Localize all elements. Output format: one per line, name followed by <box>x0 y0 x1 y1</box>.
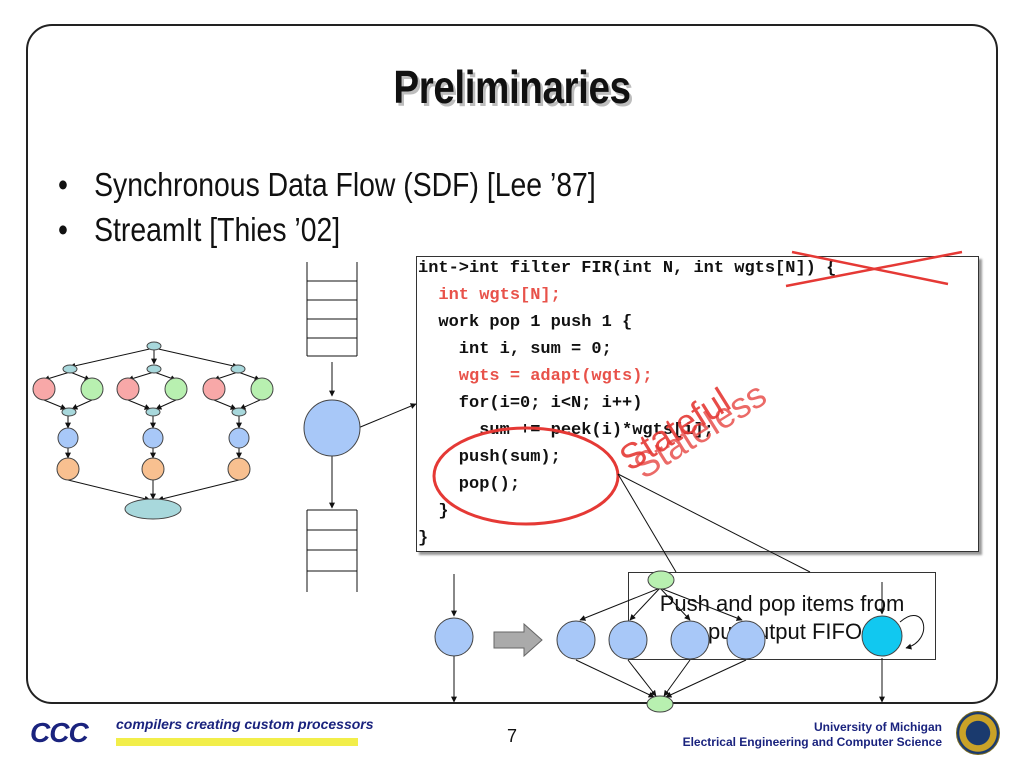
ccc-logo: CCC <box>30 717 89 748</box>
strike-out-mark <box>785 250 963 288</box>
slide-title: Preliminaries <box>393 61 631 113</box>
callout-line <box>617 473 811 573</box>
university-name: University of Michigan <box>813 720 942 734</box>
bullet-item: • StreamIt [Thies ’02] <box>58 207 596 252</box>
highlight-ellipse <box>432 426 620 526</box>
sdf-graph <box>32 341 274 520</box>
code-line: int wgts[N]; <box>418 286 561 305</box>
university-credit: University of Michigan Electrical Engine… <box>683 720 942 750</box>
code-line: int->int filter FIR(int N, int wgts[N]) … <box>418 259 837 278</box>
code-line: } <box>418 529 429 548</box>
bullet-item: • Synchronous Data Flow (SDF) [Lee ’87] <box>58 162 596 207</box>
university-seal <box>956 711 1000 755</box>
single-filter-node <box>434 617 474 657</box>
bullet-dot: • <box>58 166 68 203</box>
bullet-dot: • <box>58 211 68 248</box>
code-line: for(i=0; i<N; i++) <box>418 394 643 413</box>
bullet-text: Synchronous Data Flow (SDF) [Lee ’87] <box>94 166 596 203</box>
transform-diagram <box>434 570 925 713</box>
bullet-list: • Synchronous Data Flow (SDF) [Lee ’87] •… <box>58 162 683 252</box>
code-line: push(sum); <box>418 448 561 467</box>
page-number: 7 <box>506 726 517 746</box>
footer-bar <box>116 738 358 746</box>
transform-arrow <box>493 622 543 658</box>
code-line: sum += peek(i)*wgts[i]; <box>418 421 714 440</box>
slide-frame <box>26 24 998 704</box>
bullet-text: StreamIt [Thies ’02] <box>94 211 341 248</box>
callout-line <box>617 473 677 573</box>
department-name: Electrical Engineering and Computer Scie… <box>682 735 942 749</box>
fifo-filter-diagram <box>303 262 417 592</box>
code-panel <box>416 256 979 552</box>
code-line: wgts = adapt(wgts); <box>418 367 653 386</box>
code-line: } <box>418 502 449 521</box>
footer-tagline: compilers creating custom processors <box>116 716 374 732</box>
code-line: int i, sum = 0; <box>418 340 612 359</box>
code-line: pop(); <box>418 475 521 494</box>
code-line: work pop 1 push 1 { <box>418 313 633 332</box>
